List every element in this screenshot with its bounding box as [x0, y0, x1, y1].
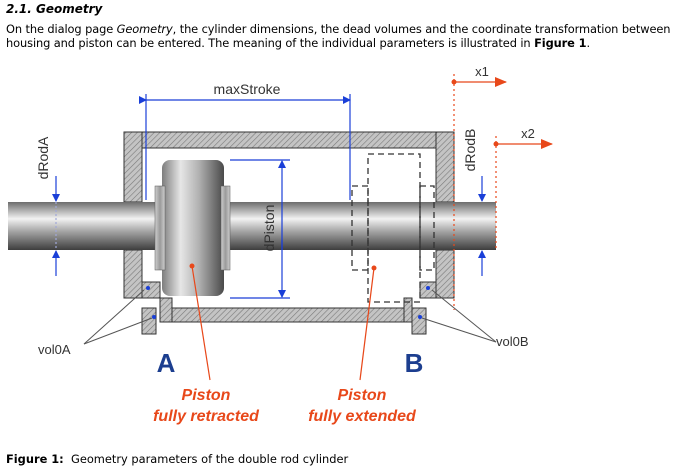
x2-origin [493, 141, 499, 147]
extended-label-line1: Piston [338, 387, 387, 404]
extended-marker [371, 265, 377, 271]
vol0b-dot-2 [418, 315, 422, 319]
piston-annotation-lines [191, 265, 375, 381]
vol0a-dot-2 [152, 315, 156, 319]
dialog-page-name: Geometry [116, 22, 173, 36]
d-rod-a-label: dRodA [35, 136, 51, 179]
vol0-pointer-lines [83, 289, 497, 345]
max-stroke-dimension [139, 94, 351, 200]
intro-text-1: On the dialog page [6, 22, 117, 36]
x1-label: x1 [475, 64, 489, 79]
intro-text-3: . [586, 36, 590, 50]
piston-collar-right [220, 185, 231, 271]
d-piston-dimension [230, 159, 290, 299]
vol0a-dot-1 [146, 286, 150, 290]
x1-axis [453, 74, 507, 310]
figure-caption: Figure 1: Geometry parameters of the dou… [6, 452, 348, 466]
retracted-label-line2: fully retracted [153, 408, 260, 425]
piston-rod-left [8, 202, 164, 250]
piston-extended-outline [351, 153, 435, 303]
d-piston-label: dPiston [261, 205, 277, 252]
x2-axis [495, 136, 553, 250]
figure-reference: Figure 1 [534, 36, 587, 50]
intro-paragraph: On the dialog page Geometry, the cylinde… [6, 22, 694, 50]
piston-collar-left [154, 185, 166, 271]
figure-caption-text: Geometry parameters of the double rod cy… [63, 452, 349, 466]
retracted-marker [189, 263, 195, 269]
piston-rod-right [228, 202, 496, 250]
retracted-label-line1: Piston [182, 387, 231, 404]
port-b-label: B [405, 348, 424, 378]
port-a-label: A [157, 348, 176, 378]
extended-label-line2: fully extended [308, 408, 417, 425]
cylinder-diagram: maxStroke dRodA dPiston dRodB x1 x2 v [8, 64, 553, 425]
max-stroke-label: maxStroke [214, 81, 281, 97]
cylinder-figure: maxStroke dRodA dPiston dRodB x1 x2 v [0, 60, 694, 440]
x1-origin [451, 79, 457, 85]
d-rod-b-label: dRodB [462, 129, 478, 172]
piston-body [162, 160, 224, 296]
vol0b-label: vol0B [496, 334, 529, 349]
cylinder-housing [123, 131, 455, 335]
figure-caption-label: Figure 1: [6, 452, 64, 466]
x2-label: x2 [521, 126, 535, 141]
section-heading: 2.1. Geometry [6, 2, 103, 16]
intro-text-2: , the cylinder dimensions, the dead volu… [6, 22, 671, 50]
vol0b-dot-1 [426, 286, 430, 290]
vol0a-label: vol0A [38, 342, 71, 357]
